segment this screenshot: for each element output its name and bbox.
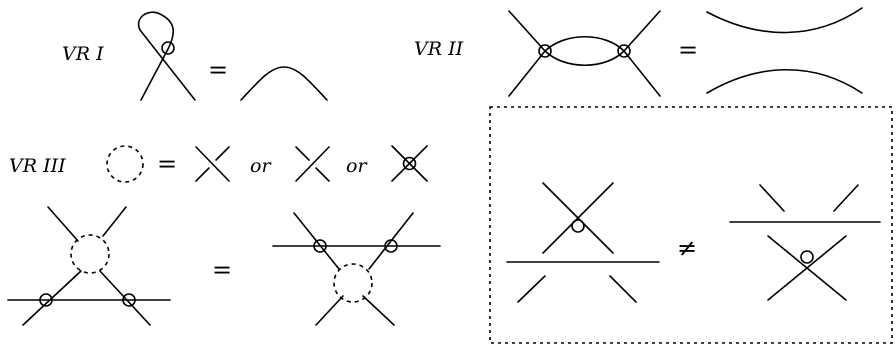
virtual-crossing-marker xyxy=(122,293,136,307)
virtual-crossing-marker xyxy=(384,239,398,253)
not-equal-sign: ≠ xyxy=(677,234,697,262)
vr2-lower-arc xyxy=(706,68,863,94)
vr2-upper-arc xyxy=(706,7,863,34)
virtual-crossing-marker xyxy=(617,44,631,58)
vr2-label: VR II xyxy=(414,38,464,60)
virtual-crossing-marker xyxy=(39,293,53,307)
dashed-crossing-circle xyxy=(70,234,110,274)
forbidden-left-diagram xyxy=(506,182,660,303)
virtual-crossing-marker xyxy=(313,239,327,253)
vr3-left-diagram xyxy=(7,206,171,326)
positive-classical-crossing xyxy=(195,146,230,182)
vr2-lower-strand xyxy=(508,49,661,97)
vr3-equals-sign: = xyxy=(157,150,177,178)
vr3-move: = xyxy=(7,206,441,326)
virtual-crossing-marker xyxy=(161,41,175,55)
vr1-move: VR I = xyxy=(62,11,328,101)
vr1-kink-strand xyxy=(137,11,196,101)
vr1-equals-sign: = xyxy=(208,56,228,84)
vr1-kink-diagram xyxy=(137,11,196,101)
vr2-move: VR II = xyxy=(414,7,863,97)
or-text: or xyxy=(346,155,368,177)
dashed-crossing-circle xyxy=(106,145,144,183)
vr3-crossing-legend: VR III = or or xyxy=(9,145,428,183)
vr3-move-equals-sign: = xyxy=(212,256,232,284)
virtual-crossing-marker xyxy=(538,44,552,58)
virtual-crossing-marker xyxy=(402,156,417,171)
vr3-right-diagram xyxy=(272,212,441,326)
forbidden-move-box: ≠ xyxy=(489,106,893,344)
virtual-crossing-marker xyxy=(800,250,814,264)
vr2-upper-strand xyxy=(508,10,661,53)
vr3-label: VR III xyxy=(9,155,66,177)
vr1-label: VR I xyxy=(62,43,104,65)
vr1-arc xyxy=(240,66,328,101)
vr2-equals-sign: = xyxy=(678,36,698,64)
forbidden-right-diagram xyxy=(729,184,881,301)
vr2-bigon-diagram xyxy=(508,10,661,97)
dotted-border xyxy=(489,106,893,344)
virtual-crossing-marker xyxy=(571,219,585,233)
or-text: or xyxy=(250,155,272,177)
negative-classical-crossing xyxy=(295,146,330,182)
dashed-crossing-circle xyxy=(333,263,373,303)
virtual-crossing xyxy=(391,145,428,182)
